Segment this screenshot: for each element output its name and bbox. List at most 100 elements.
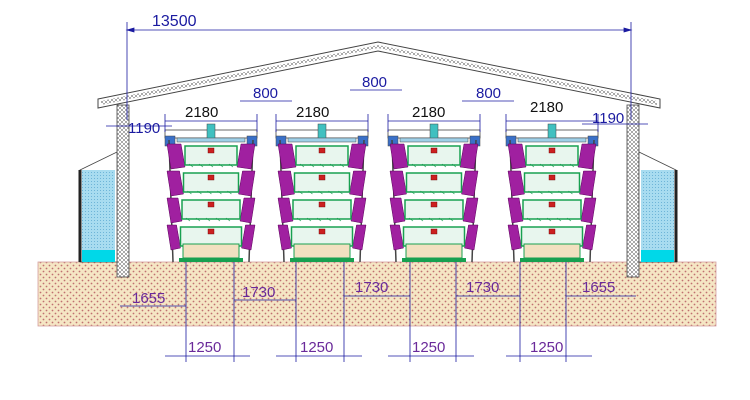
feeder-marker <box>548 147 556 154</box>
cage-rows <box>164 123 599 263</box>
feed-hopper <box>317 123 327 141</box>
cage-mesh <box>207 190 212 195</box>
cage-side-left <box>277 197 294 224</box>
cage-mesh <box>420 190 425 195</box>
cage-battery <box>164 123 258 263</box>
feeder-marker <box>207 228 215 235</box>
floor-gap-label: 1730 <box>355 279 388 296</box>
cage-side-left <box>389 170 407 197</box>
cage-side-right <box>241 224 256 251</box>
cage-side-left <box>389 197 406 224</box>
cage-mesh <box>536 217 542 222</box>
cage-base-rail <box>402 258 466 262</box>
cage-base-label: 1250 <box>530 339 563 356</box>
feed-hopper <box>547 123 557 141</box>
cage-mesh <box>558 190 563 195</box>
cage-mesh <box>539 163 545 168</box>
manure-belt <box>182 243 240 259</box>
cage-side-right <box>580 197 597 224</box>
cage-side-right <box>582 224 597 251</box>
feeder-marker <box>318 201 326 208</box>
cage-tier <box>295 145 349 166</box>
cage-mesh <box>319 163 325 168</box>
cage-mesh <box>438 217 444 222</box>
cage-mesh <box>441 163 447 168</box>
right-cooling-pad <box>638 151 678 263</box>
cage-side-right <box>352 224 367 251</box>
cage-mesh <box>526 217 532 222</box>
cage-mesh <box>448 217 454 222</box>
cage-side-right <box>461 170 479 197</box>
cage-side-right <box>464 224 479 251</box>
cage-base-rail <box>290 258 354 262</box>
cage-mesh <box>431 163 437 168</box>
feed-rail <box>399 137 469 143</box>
cage-side-left <box>507 224 522 251</box>
cage-battery <box>275 123 369 263</box>
feeder-marker <box>318 147 326 154</box>
cage-tier <box>181 199 241 220</box>
cage-mesh <box>227 190 232 195</box>
cage-base-label: 1250 <box>412 339 445 356</box>
cage-mesh <box>411 163 417 168</box>
dimension-lines <box>106 22 648 362</box>
feeder-marker <box>548 228 556 235</box>
cage-mesh <box>316 217 322 222</box>
cage-mesh <box>205 217 211 222</box>
manure-belt <box>523 243 581 259</box>
cage-mesh <box>408 217 414 222</box>
cage-mesh <box>430 190 435 195</box>
cage-mesh <box>217 190 222 195</box>
cage-mesh <box>228 163 234 168</box>
cage-mesh <box>308 190 313 195</box>
cage-mesh <box>187 190 192 195</box>
cage-mesh <box>198 163 204 168</box>
cage-mesh <box>298 190 303 195</box>
cage-mesh <box>568 190 573 195</box>
cage-tier <box>182 172 240 193</box>
side-offset-label: 1190 <box>128 120 160 137</box>
feed-rail <box>287 137 357 143</box>
feed-hopper <box>429 123 439 141</box>
cage-base-rail <box>520 258 584 262</box>
cage-mesh <box>338 190 343 195</box>
cage-mesh <box>188 163 194 168</box>
cage-side-left <box>389 224 404 251</box>
cage-mesh <box>329 163 335 168</box>
feed-rail <box>176 137 246 143</box>
cage-mesh <box>185 217 191 222</box>
cage-side-left <box>277 143 297 170</box>
cage-mesh <box>440 190 445 195</box>
cage-mesh <box>410 190 415 195</box>
cage-battery <box>505 123 599 263</box>
cage-mesh <box>529 163 535 168</box>
cage-mesh <box>225 217 231 222</box>
cage-mesh <box>566 217 572 222</box>
cage-mesh <box>528 190 533 195</box>
roof <box>97 41 661 109</box>
cage-mesh <box>538 190 543 195</box>
cage-side-left <box>166 170 184 197</box>
cage-mesh <box>336 217 342 222</box>
cage-side-left <box>507 143 527 170</box>
cage-mesh <box>309 163 315 168</box>
cage-side-right <box>236 143 256 170</box>
cage-side-right <box>577 143 597 170</box>
cage-mesh <box>549 163 555 168</box>
feeder-marker <box>207 147 215 154</box>
feeder-marker <box>430 174 438 181</box>
cage-side-right <box>462 197 479 224</box>
cage-side-left <box>507 197 524 224</box>
cage-mesh <box>450 190 455 195</box>
cage-mesh <box>428 217 434 222</box>
ground-floor <box>37 261 717 327</box>
feeder-marker <box>318 228 326 235</box>
overall-width-label: 13500 <box>152 13 197 30</box>
floor-gap-label: 1730 <box>466 279 499 296</box>
cage-mesh <box>215 217 221 222</box>
feeder-marker <box>430 201 438 208</box>
cage-tier <box>407 145 461 166</box>
feed-rail <box>517 137 587 143</box>
cage-mesh <box>208 163 214 168</box>
floor-gap-label: 1655 <box>582 279 615 296</box>
